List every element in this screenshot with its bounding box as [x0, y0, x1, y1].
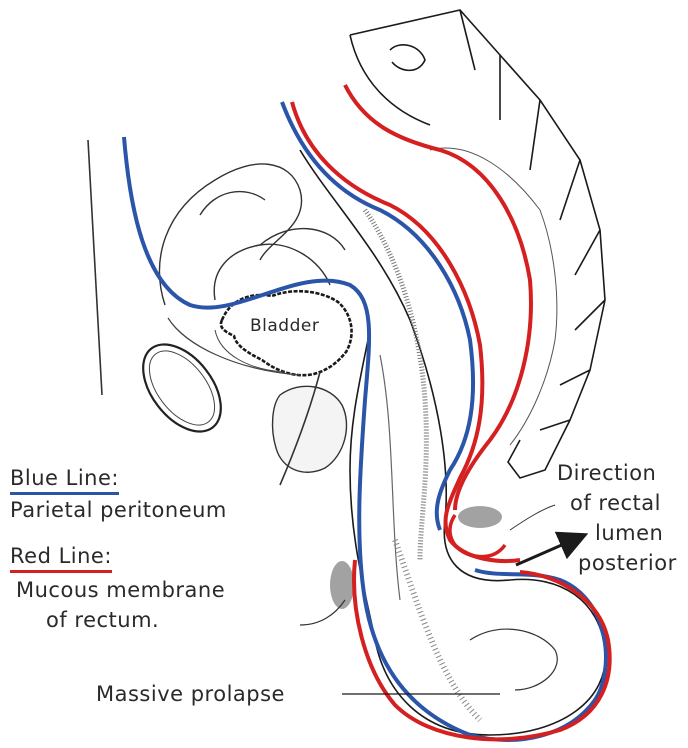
- blue-line-title: Blue Line:: [10, 465, 119, 495]
- abdominal-wall-outline: [88, 140, 102, 395]
- sacrum: [350, 10, 605, 478]
- direction-label-1: Direction: [557, 460, 656, 486]
- red-line-title: Red Line:: [10, 543, 112, 573]
- blue-line-description: Parietal peritoneum: [10, 497, 227, 523]
- bladder-label: Bladder: [250, 313, 319, 339]
- prostate: [273, 372, 347, 485]
- direction-arrow: [516, 537, 580, 565]
- direction-label-3: lumen: [595, 520, 663, 546]
- red-line-mucosa-prolapse: [354, 560, 610, 739]
- small-intestine-loops: [159, 164, 345, 305]
- direction-label-2: of rectal: [570, 490, 661, 516]
- red-line-description-1: Mucous membrane: [16, 577, 225, 603]
- red-line-description-2: of rectum.: [46, 607, 159, 633]
- prolapse-label: Massive prolapse: [96, 681, 285, 707]
- pubic-bone: [128, 330, 237, 446]
- red-line-title-text: Red Line:: [10, 543, 112, 573]
- blue-line-title-text: Blue Line:: [10, 465, 119, 495]
- direction-label-4: posterior: [578, 550, 677, 576]
- direction-leader-line: [510, 505, 555, 530]
- red-line-mucosa-sigmoid: [345, 85, 531, 510]
